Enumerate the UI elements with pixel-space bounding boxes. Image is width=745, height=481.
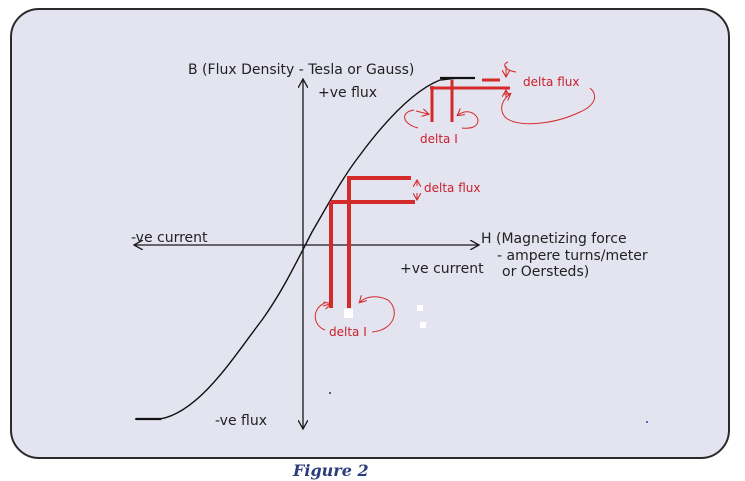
x-axis-title-line3: or Oersteds) (502, 264, 589, 280)
delta-annotation-mid-arrows (314, 181, 417, 333)
pos-flux-label: +ve flux (318, 85, 377, 101)
delta-flux-mid-label: delta flux (424, 181, 480, 195)
neg-flux-label: -ve flux (215, 413, 267, 429)
delta-i-top-label: delta I (420, 132, 458, 146)
delta-annotation-top-arrows (404, 61, 596, 129)
white-mark (420, 322, 426, 328)
delta-i-bottom-label: delta I (329, 325, 367, 339)
y-axis-title: B (Flux Density - Tesla or Gauss) (188, 62, 414, 78)
x-axis-title-line1: H (Magnetizing force (481, 231, 627, 247)
white-mark (344, 309, 353, 318)
delta-annotation-top (430, 78, 510, 122)
pos-current-label: +ve current (400, 261, 484, 277)
neg-current-label: -ve current (131, 230, 208, 246)
delta-annotation-mid (329, 176, 415, 308)
white-mark (417, 305, 423, 311)
stray-dot (646, 421, 648, 423)
bh-curve (135, 77, 459, 420)
stray-dot (329, 392, 331, 394)
figure-caption: Figure 2 (292, 461, 369, 480)
delta-flux-top-label: delta flux (523, 75, 579, 89)
diagram-panel (10, 8, 730, 459)
x-axis-title-line2: - ampere turns/meter (497, 248, 648, 264)
